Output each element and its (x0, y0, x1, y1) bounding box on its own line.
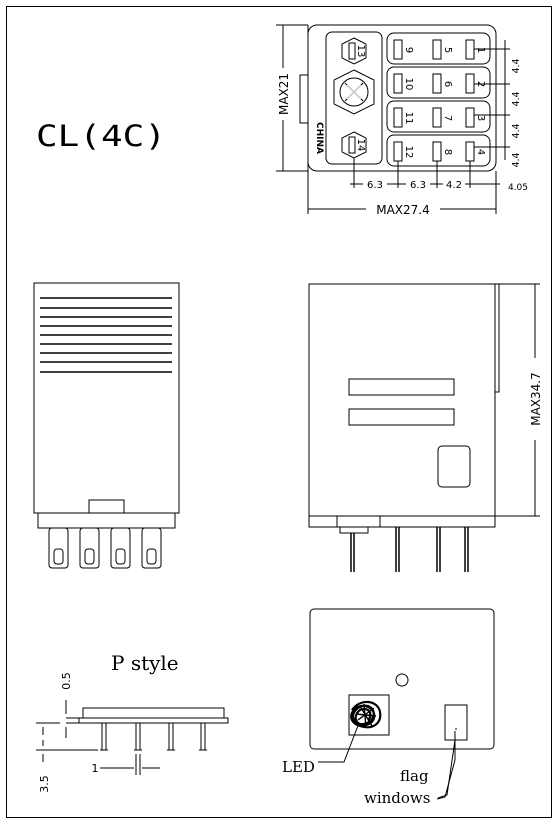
led-label: LED (282, 758, 315, 776)
dim-pitch: 4.05 (508, 183, 528, 193)
p-style-label: P style (111, 651, 179, 675)
pin-label: 5 (442, 47, 453, 53)
pin-label: 9 (403, 47, 414, 53)
model-title: CL(4C) (36, 119, 166, 153)
pin-label: 11 (403, 112, 414, 125)
drawing-border (6, 6, 552, 818)
dim-row: 4.4 (511, 58, 522, 73)
dim-row: 4.4 (511, 123, 522, 138)
pin-label: 13 (355, 45, 366, 58)
pin-label: 14 (355, 139, 366, 152)
dim-row: 4.4 (511, 91, 522, 106)
dim-row: 4.4 (511, 152, 522, 167)
pin-label: 8 (442, 149, 453, 155)
dim-pin-width: 1 (92, 762, 99, 775)
right-side-view (308, 283, 500, 572)
dim-height-top: MAX21 (277, 73, 291, 115)
dim-pitch: 6.3 (367, 180, 383, 191)
origin-text: CHINA (314, 122, 324, 154)
pin-label: 3 (475, 115, 486, 121)
left-side-view (33, 282, 180, 569)
dim-pitch: 4.2 (446, 180, 462, 191)
p-style-view (78, 707, 229, 751)
dim-height-side: MAX34.7 (529, 372, 543, 426)
dim-pin-length: 3.5 (38, 775, 51, 793)
dim-pitch: 6.3 (410, 180, 426, 191)
flag-label: windows (364, 789, 430, 807)
pin-label: 10 (403, 78, 414, 91)
pin-label: 6 (442, 81, 453, 87)
flag-label: flag (400, 767, 429, 785)
top-view (299, 24, 497, 172)
dim-thickness: 0.5 (60, 672, 73, 690)
led-icon (350, 700, 382, 729)
dim-width-top: MAX27.4 (376, 203, 430, 217)
pin-label: 1 (475, 47, 486, 53)
pin-label: 12 (403, 146, 414, 159)
front-view (309, 608, 495, 750)
pin-label: 7 (442, 115, 453, 121)
pin-label: 4 (475, 149, 486, 155)
